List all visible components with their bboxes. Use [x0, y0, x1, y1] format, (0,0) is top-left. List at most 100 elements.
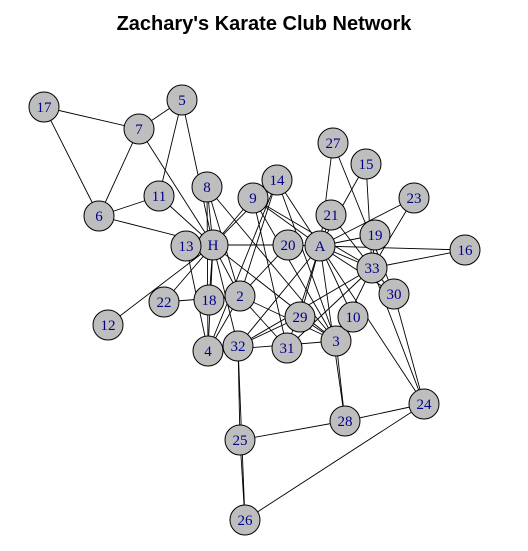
node-circle [191, 171, 223, 203]
edge-31-A [286, 245, 321, 349]
node-circle [224, 424, 256, 456]
node-label: 2 [236, 289, 244, 305]
node-label: 8 [203, 180, 211, 196]
node-21: 21 [315, 199, 347, 231]
node-circle [284, 301, 316, 333]
edge-16-33 [371, 249, 466, 269]
node-17: 17 [28, 91, 60, 123]
node-circle [304, 230, 336, 262]
edge-27-A [319, 142, 334, 247]
node-circle [28, 91, 60, 123]
node-circle [224, 280, 256, 312]
node-33: 33 [356, 252, 388, 284]
edge-3-9 [252, 197, 337, 342]
node-31: 31 [271, 332, 303, 364]
node-label: 32 [231, 339, 246, 355]
node-circle [166, 84, 198, 116]
node-label: 17 [37, 100, 53, 116]
node-label: 10 [346, 310, 361, 326]
node-label: 27 [326, 136, 342, 152]
node-label: 3 [332, 334, 340, 350]
node-label: 26 [238, 513, 254, 529]
edge-4-8 [206, 186, 209, 352]
node-6: 6 [83, 200, 115, 232]
node-label: 33 [365, 261, 380, 277]
edge-24-30 [393, 293, 425, 405]
node-circle [92, 309, 124, 341]
node-27: 27 [317, 127, 349, 159]
edge-2-14 [239, 179, 278, 297]
node-29: 29 [284, 301, 316, 333]
node-2: 2 [224, 280, 256, 312]
node-20: 20 [272, 229, 304, 261]
node-circle [350, 148, 382, 180]
node-label: 11 [152, 189, 166, 205]
graph-title: Zachary's Karate Club Network [116, 13, 412, 35]
node-22: 22 [148, 286, 180, 318]
node-5: 5 [166, 84, 198, 116]
node-label: H [208, 238, 219, 254]
edge-15-A [319, 163, 367, 247]
edge-24-A [319, 245, 425, 405]
node-label: 14 [270, 173, 286, 189]
node-label: 22 [157, 295, 172, 311]
node-16: 16 [449, 234, 481, 266]
node-label: 12 [101, 318, 116, 334]
node-label: 30 [387, 287, 402, 303]
edge-31-33 [286, 267, 373, 349]
node-circle [261, 164, 293, 196]
edge-H-7 [138, 128, 214, 246]
node-label: 18 [202, 293, 217, 309]
nodes-layer: H234567891011121314151617181920212223242… [28, 84, 481, 536]
edge-H-5 [181, 99, 214, 246]
node-label: 28 [338, 414, 353, 430]
edge-4-14 [207, 179, 278, 352]
node-32: 32 [222, 330, 254, 362]
node-label: 24 [417, 397, 433, 413]
node-19: 19 [359, 219, 391, 251]
edge-9-31 [252, 197, 288, 349]
node-18: 18 [193, 284, 225, 316]
node-circle [329, 405, 361, 437]
node-circle [123, 113, 155, 145]
node-label: 19 [368, 228, 383, 244]
node-H: H [197, 229, 229, 261]
edge-25-28 [239, 420, 346, 441]
node-circle [315, 199, 347, 231]
edge-24-26 [244, 403, 425, 521]
node-A: A [304, 230, 336, 262]
node-24: 24 [408, 388, 440, 420]
node-11: 11 [143, 180, 175, 212]
node-label: 23 [407, 191, 422, 207]
node-label: 7 [135, 122, 143, 138]
node-circle [229, 504, 261, 536]
node-label: A [315, 239, 326, 255]
node-7: 7 [123, 113, 155, 145]
node-circle [148, 286, 180, 318]
node-circle [271, 332, 303, 364]
node-circle [359, 219, 391, 251]
node-circle [143, 180, 175, 212]
edge-16-A [319, 245, 466, 251]
node-30: 30 [378, 278, 410, 310]
node-circle [192, 335, 224, 367]
edge-32-A [237, 245, 321, 347]
node-9: 9 [237, 182, 269, 214]
node-circle [408, 388, 440, 420]
edge-6-7 [98, 128, 140, 217]
node-13: 13 [170, 230, 202, 262]
node-14: 14 [261, 164, 293, 196]
node-25: 25 [224, 424, 256, 456]
node-12: 12 [92, 309, 124, 341]
node-label: 5 [178, 93, 186, 109]
node-4: 4 [192, 335, 224, 367]
node-circle [378, 278, 410, 310]
edge-5-11 [158, 99, 183, 197]
node-label: 31 [280, 341, 295, 357]
edge-15-33 [365, 163, 373, 269]
node-label: 29 [293, 310, 308, 326]
node-label: 9 [249, 191, 257, 207]
node-circle [83, 200, 115, 232]
node-label: 25 [233, 433, 248, 449]
